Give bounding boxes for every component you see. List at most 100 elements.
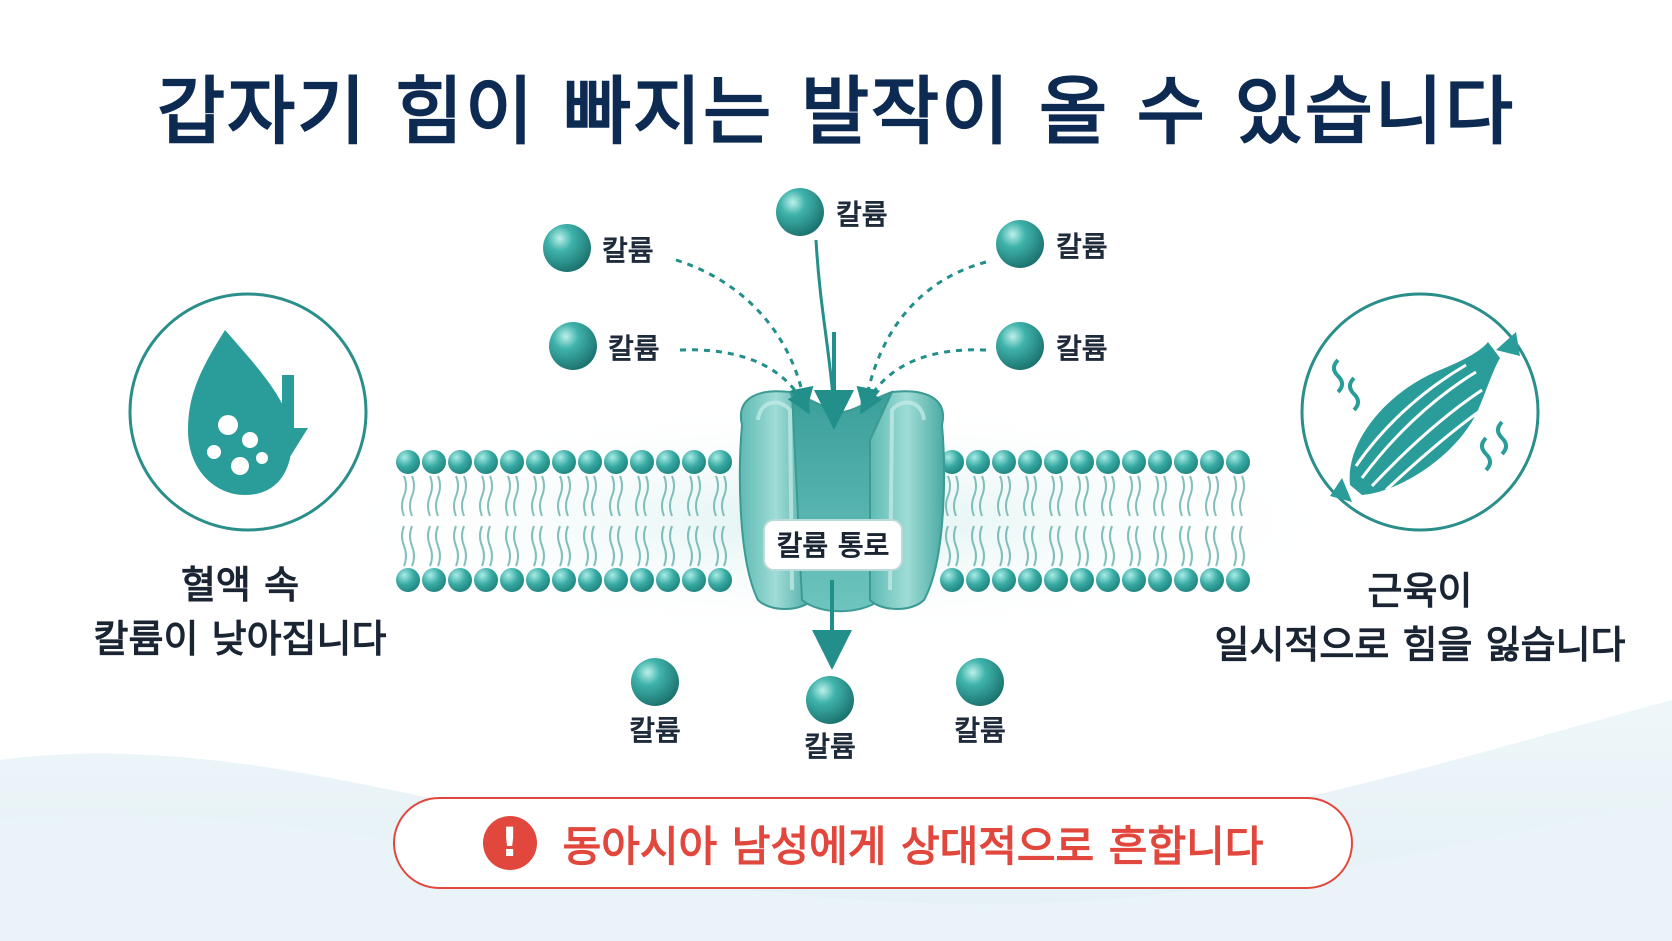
potassium-ion: 칼륨 (776, 188, 888, 236)
warning-banner: ! 동아시아 남성에게 상대적으로 흔합니다 (393, 797, 1353, 889)
potassium-label: 칼륨 (602, 234, 654, 267)
lipid-tail (1023, 475, 1037, 517)
right-caption-line1: 근육이 (1367, 569, 1473, 613)
right-caption: 근육이 일시적으로 힘을 잃습니다 (1200, 564, 1640, 672)
lipid-tail (1075, 525, 1089, 567)
lipid-head (708, 450, 732, 474)
left-icon-panel (128, 292, 368, 532)
lipid-head (630, 450, 654, 474)
lipid-tail (427, 525, 441, 567)
lipid-tail (635, 525, 649, 567)
lipid-tail (713, 525, 727, 567)
lipid-head (396, 450, 420, 474)
lipid-tail (661, 525, 675, 567)
lipid-head (1096, 450, 1120, 474)
lipid-tail (945, 475, 959, 517)
lipid-tail (1101, 525, 1115, 567)
lipid-tail (1101, 475, 1115, 517)
lipid-head (1018, 568, 1042, 592)
lipid-tail (609, 475, 623, 517)
lipid-tail (557, 525, 571, 567)
lipid-tail (1127, 525, 1141, 567)
lipid-tail (609, 525, 623, 567)
lipid-head (578, 450, 602, 474)
lipid-tail (1231, 525, 1245, 567)
lipid-tail (713, 475, 727, 517)
lipid-tail (971, 475, 985, 517)
lipid-head (526, 568, 550, 592)
lipid-tail (1075, 475, 1089, 517)
warning-text: 동아시아 남성에게 상대적으로 흔합니다 (562, 821, 1264, 871)
lipid-head (682, 568, 706, 592)
lipid-head (474, 450, 498, 474)
potassium-ion: 칼륨 (954, 658, 1006, 747)
lipid-head (940, 450, 964, 474)
right-caption-line2: 일시적으로 힘을 잃습니다 (1214, 623, 1626, 667)
lipid-head (1226, 450, 1250, 474)
potassium-ion: 칼륨 (804, 676, 856, 763)
potassium-label: 칼륨 (608, 332, 660, 365)
lipid-head (604, 450, 628, 474)
lipid-head (578, 568, 602, 592)
muscle-icon (1330, 332, 1520, 502)
lipid-head (1148, 450, 1172, 474)
lipid-tail (479, 475, 493, 517)
lipid-head (966, 568, 990, 592)
lipid-head (1122, 450, 1146, 474)
exclamation-icon: ! (482, 816, 537, 870)
potassium-ion: 칼륨 (996, 322, 1108, 370)
lipid-tail (1127, 475, 1141, 517)
potassium-label: 칼륨 (836, 198, 888, 231)
lipid-head (1070, 450, 1094, 474)
lipid-head (1044, 568, 1068, 592)
lipid-head (500, 568, 524, 592)
lipid-head (1226, 568, 1250, 592)
potassium-label: 칼륨 (804, 730, 856, 763)
lipid-head (422, 568, 446, 592)
lipid-tail (453, 525, 467, 567)
lipid-tail (945, 525, 959, 567)
blood-drop-down-arrow-icon (188, 330, 308, 495)
potassium-label: 칼륨 (629, 714, 681, 747)
cell-membrane (396, 450, 1250, 592)
left-caption-line1: 혈액 속 (180, 563, 300, 607)
left-caption-line2: 칼륨이 낮아집니다 (93, 617, 387, 661)
lipid-tail (1179, 475, 1193, 517)
lipid-head (1122, 568, 1146, 592)
lipid-head (396, 568, 420, 592)
channel-label-box: 칼륨 통로 (763, 519, 903, 571)
lipid-head (604, 568, 628, 592)
lipid-head (474, 568, 498, 592)
lipid-tail (997, 475, 1011, 517)
lipid-head (630, 568, 654, 592)
lipid-head (526, 450, 550, 474)
potassium-ion: 칼륨 (543, 224, 654, 272)
lipid-head (966, 450, 990, 474)
lipid-tail (687, 525, 701, 567)
lipid-head (992, 450, 1016, 474)
lipid-head (1174, 450, 1198, 474)
left-caption: 혈액 속 칼륨이 낮아집니다 (40, 558, 440, 666)
lipid-head (656, 450, 680, 474)
lipid-head (1148, 568, 1172, 592)
channel-label: 칼륨 통로 (777, 529, 890, 562)
lipid-head (1096, 568, 1120, 592)
right-icon-panel (1300, 292, 1540, 532)
lipid-tail (453, 475, 467, 517)
lipid-head (656, 568, 680, 592)
lipid-tail (997, 525, 1011, 567)
flow-arrows (675, 239, 987, 670)
lipid-head (422, 450, 446, 474)
lipid-tail (479, 525, 493, 567)
lipid-tail (1153, 475, 1167, 517)
lipid-head (708, 568, 732, 592)
lipid-tail (1023, 525, 1037, 567)
lipid-tail (583, 525, 597, 567)
lipid-tail (427, 475, 441, 517)
potassium-ion: 칼륨 (549, 322, 660, 370)
lipid-head (1018, 450, 1042, 474)
lipid-head (448, 450, 472, 474)
lipid-tail (531, 475, 545, 517)
